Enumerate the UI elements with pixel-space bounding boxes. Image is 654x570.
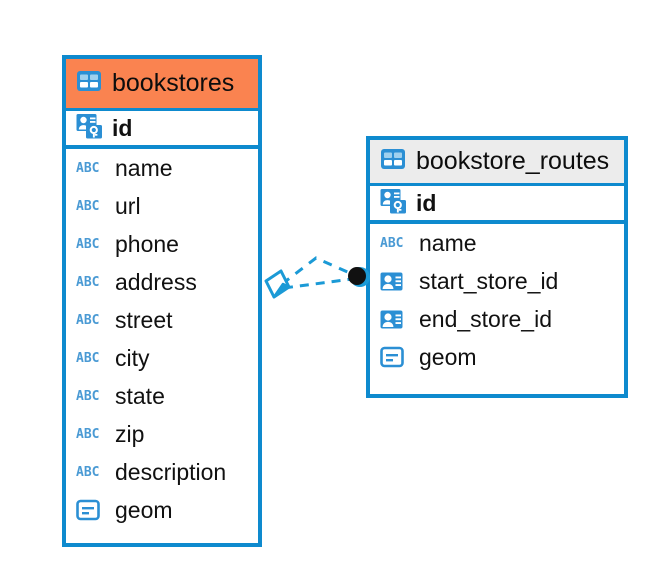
field-row-description[interactable]: ABC description [66, 453, 258, 491]
field-label: state [115, 382, 165, 409]
field-label: start_store_id [419, 267, 559, 294]
field-label: geom [115, 496, 173, 523]
foreign-key-icon [380, 309, 410, 330]
abc-text-icon: ABC [380, 235, 404, 251]
abc-text-icon: ABC [76, 312, 100, 328]
geometry-icon [76, 499, 106, 521]
field-row-state[interactable]: ABC state [66, 377, 258, 415]
field-row-phone[interactable]: ABC phone [66, 225, 258, 263]
abc-text-icon: ABC [76, 274, 100, 290]
field-label: zip [115, 420, 145, 447]
field-label: description [115, 458, 227, 485]
primary-key-icon [380, 188, 407, 219]
table-icon [380, 148, 406, 175]
abc-text-icon: ABC [76, 464, 100, 480]
field-label: city [115, 344, 150, 371]
primary-key-icon [76, 113, 103, 144]
field-label: name [115, 154, 173, 181]
entity-title: bookstore_routes [416, 147, 610, 175]
field-label: street [115, 306, 173, 333]
relationship-bookstores-to-start-store[interactable] [283, 277, 353, 290]
field-row-geom[interactable]: geom [370, 338, 624, 376]
abc-text-icon: ABC [76, 236, 100, 252]
relationship-bookstores-to-end-store[interactable] [281, 256, 353, 286]
field-row-zip[interactable]: ABC zip [66, 415, 258, 453]
abc-text-icon: ABC [76, 198, 100, 214]
field-label: name [419, 229, 477, 256]
entity-bookstore-routes[interactable]: bookstore_routes [366, 136, 628, 398]
entity-body-bookstore-routes: id ABC name start_store_id [370, 186, 624, 376]
entity-body-bookstores: id ABC name ABC url ABC phone ABC addres… [66, 111, 258, 529]
field-row-end-store-id[interactable]: end_store_id [370, 300, 624, 338]
field-row-url[interactable]: ABC url [66, 187, 258, 225]
field-label: url [115, 192, 141, 219]
field-label: address [115, 268, 197, 295]
geometry-icon [380, 346, 410, 368]
field-row-geom[interactable]: geom [66, 491, 258, 529]
field-row-address[interactable]: ABC address [66, 263, 258, 301]
table-icon [76, 70, 102, 97]
field-row-id[interactable]: id [370, 186, 624, 224]
field-row-street[interactable]: ABC street [66, 301, 258, 339]
field-label-id: id [416, 189, 437, 216]
abc-text-icon: ABC [76, 388, 100, 404]
field-label: phone [115, 230, 179, 257]
field-label: geom [419, 343, 477, 370]
diamond-crowsfoot-marker[interactable] [264, 269, 291, 299]
abc-text-icon: ABC [76, 350, 100, 366]
entity-title: bookstores [112, 69, 235, 97]
abc-text-icon: ABC [76, 160, 100, 176]
field-label: end_store_id [419, 305, 552, 332]
field-row-id[interactable]: id [66, 111, 258, 149]
entity-header-bookstore-routes[interactable]: bookstore_routes [370, 140, 624, 186]
field-row-city[interactable]: ABC city [66, 339, 258, 377]
foreign-key-icon [380, 271, 410, 292]
field-row-name[interactable]: ABC name [66, 149, 258, 187]
entity-bookstores[interactable]: bookstores id [62, 55, 262, 547]
abc-text-icon: ABC [76, 426, 100, 442]
field-label-id: id [112, 114, 133, 141]
entity-header-bookstores[interactable]: bookstores [66, 59, 258, 111]
field-row-start-store-id[interactable]: start_store_id [370, 262, 624, 300]
field-row-name[interactable]: ABC name [370, 224, 624, 262]
